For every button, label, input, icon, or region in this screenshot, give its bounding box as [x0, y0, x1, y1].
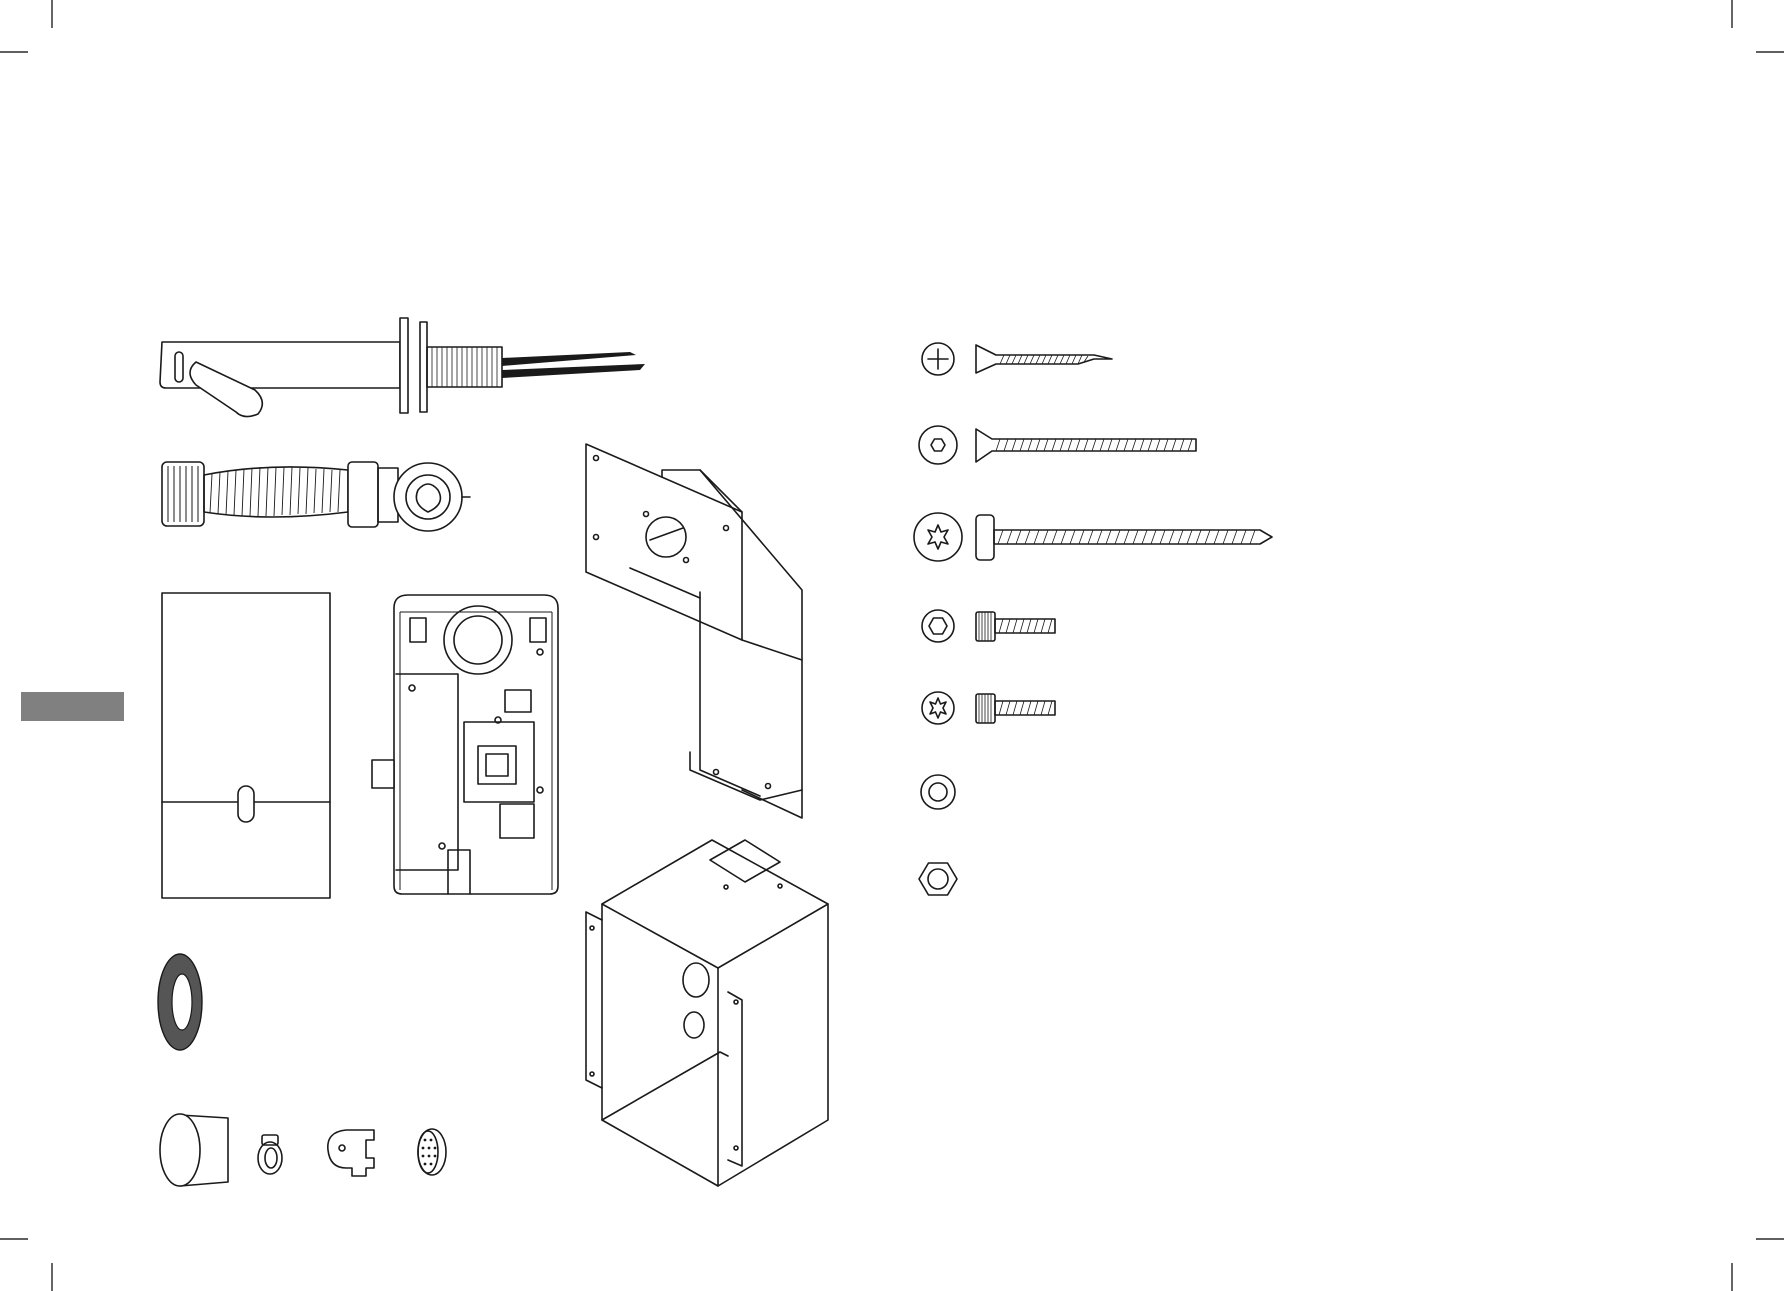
- installation-box: [586, 840, 828, 1186]
- hex-socket-icon: [931, 439, 945, 451]
- hose-clamp: [258, 1135, 282, 1174]
- fastener-hex-nut: [919, 863, 957, 895]
- flexible-hose: [162, 462, 470, 531]
- torx-icon: [930, 698, 946, 718]
- faucet-spout: [160, 318, 645, 417]
- aerator: [418, 1129, 446, 1175]
- hex-socket-icon: [929, 618, 947, 634]
- fastener-washer: [921, 775, 955, 809]
- fastener-hex-socket-countersunk-bolt: [919, 426, 1196, 464]
- service-key: [328, 1130, 374, 1176]
- section-tab: [21, 692, 124, 721]
- hex-nut-icon: [919, 863, 957, 895]
- fastener-torx-cap-screw: [922, 692, 1055, 724]
- fastener-torx-wood-screw: [914, 513, 1272, 561]
- mounting-bracket: [586, 444, 802, 818]
- torx-icon: [928, 525, 948, 549]
- washer-icon: [921, 775, 955, 809]
- pipe-sleeve: [160, 1114, 228, 1186]
- cover-plate: [162, 593, 330, 898]
- fastener-hex-socket-cap-screw: [922, 610, 1055, 642]
- control-unit-housing: [372, 595, 558, 894]
- fastener-cross-head-wood-screw: [922, 343, 1112, 375]
- rubber-gasket: [158, 954, 202, 1050]
